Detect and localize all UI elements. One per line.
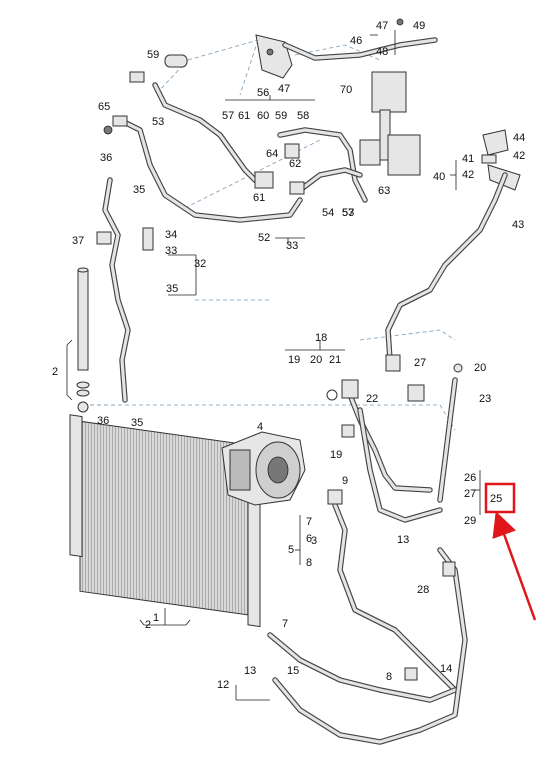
label-35: 35	[166, 283, 178, 295]
label-18: 18	[315, 332, 327, 344]
label-7: 7	[306, 516, 312, 528]
label-47: 47	[278, 83, 290, 95]
label-40: 40	[433, 171, 445, 183]
label-20: 20	[310, 354, 322, 366]
label-34: 34	[165, 229, 177, 241]
label-42: 42	[513, 150, 525, 162]
label-48: 48	[376, 46, 388, 58]
fittings	[96, 18, 497, 681]
label-13: 13	[244, 665, 256, 677]
label-13: 13	[397, 534, 409, 546]
mount-plate	[255, 34, 293, 79]
label-43: 43	[512, 219, 524, 231]
label-64: 64	[266, 148, 278, 160]
highlight-arrow	[492, 511, 537, 621]
label-36: 36	[100, 152, 112, 164]
label-61: 61	[253, 192, 265, 204]
label-28: 28	[417, 584, 429, 596]
label-59: 59	[275, 110, 287, 122]
label-2: 2	[145, 619, 151, 631]
label-62: 62	[289, 158, 301, 170]
label-3: 3	[311, 535, 317, 547]
label-32: 32	[194, 258, 206, 270]
label-52: 52	[258, 232, 270, 244]
label-12: 12	[217, 679, 229, 691]
label-2: 2	[52, 366, 58, 378]
label-59: 59	[147, 49, 159, 61]
label-8: 8	[386, 671, 392, 683]
label-29: 29	[464, 515, 476, 527]
label-14: 14	[440, 663, 452, 675]
label-54: 54	[322, 207, 334, 219]
label-15: 15	[287, 665, 299, 677]
label-5: 5	[288, 544, 294, 556]
label-23: 23	[479, 393, 491, 405]
label-26: 26	[464, 472, 476, 484]
label-25: 25	[490, 493, 502, 505]
label-27: 27	[464, 488, 476, 500]
label-60: 60	[257, 110, 269, 122]
label-41: 41	[462, 153, 474, 165]
expansion-valve-block	[359, 71, 421, 176]
label-44: 44	[513, 132, 525, 144]
label-20: 20	[474, 362, 486, 374]
label-36: 36	[97, 415, 109, 427]
callout-dashes	[90, 39, 456, 431]
part-labels: 1 2 2 3 4 5 6 7 7 8 8 9 12 13 13 14 15 1…	[52, 20, 525, 691]
label-8: 8	[306, 557, 312, 569]
label-37: 37	[72, 235, 84, 247]
label-70: 70	[340, 84, 352, 96]
label-9: 9	[342, 475, 348, 487]
label-61: 61	[238, 110, 250, 122]
label-22: 22	[366, 393, 378, 405]
label-7: 7	[282, 618, 288, 630]
label-49: 49	[413, 20, 425, 32]
label-56: 56	[257, 87, 269, 99]
label-57: 57	[222, 110, 234, 122]
label-35: 35	[131, 417, 143, 429]
label-1: 1	[153, 612, 159, 624]
receiver-drier	[76, 267, 90, 413]
label-53: 53	[152, 116, 164, 128]
label-6: 6	[306, 533, 312, 545]
label-19: 19	[288, 354, 300, 366]
label-19: 19	[330, 449, 342, 461]
label-27: 27	[414, 357, 426, 369]
label-65: 65	[98, 101, 110, 113]
label-35: 35	[133, 184, 145, 196]
label-47: 47	[376, 20, 388, 32]
label-46: 46	[350, 35, 362, 47]
label-33: 33	[165, 245, 177, 257]
compressor	[221, 431, 306, 506]
label-58: 58	[297, 110, 309, 122]
label-63: 63	[378, 185, 390, 197]
label-21: 21	[329, 354, 341, 366]
refrigerant-lines	[102, 37, 508, 745]
label-57: 57	[342, 207, 354, 219]
label-42: 42	[462, 169, 474, 181]
label-33: 33	[286, 240, 298, 252]
label-53: 53	[342, 207, 354, 219]
label-4: 4	[257, 421, 263, 433]
leader-lines	[66, 30, 481, 701]
